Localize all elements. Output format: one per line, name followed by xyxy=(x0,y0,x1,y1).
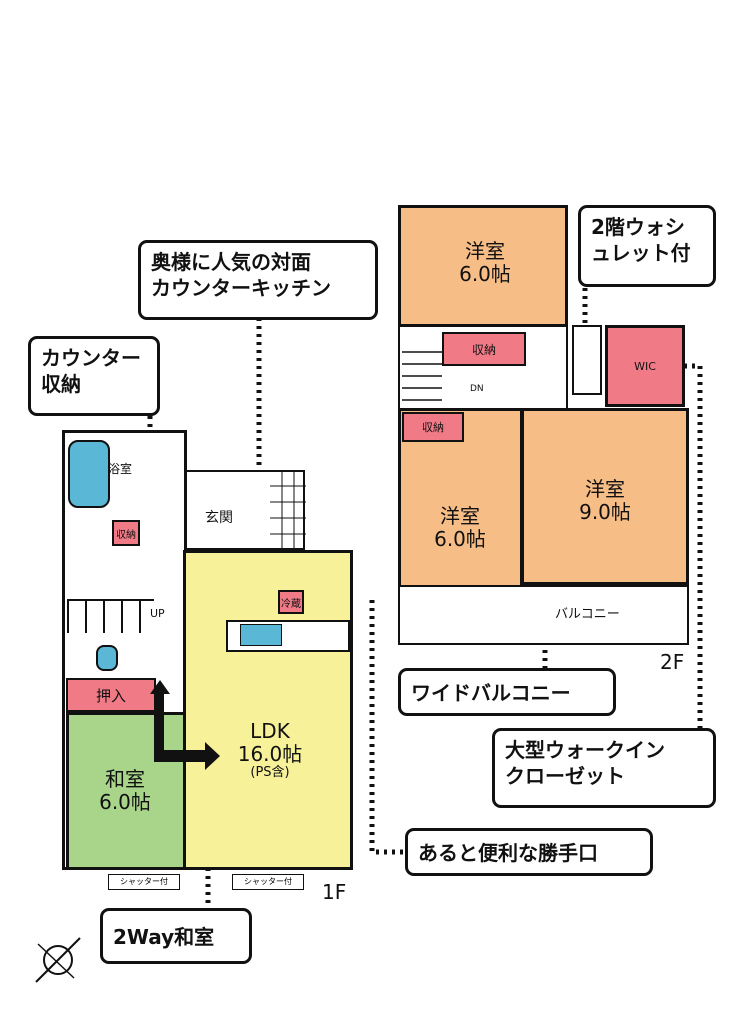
oshiire-box: 押入 xyxy=(66,678,156,712)
callout-walk-in-closet: 大型ウォークイン クローゼット xyxy=(492,728,716,808)
ldk-label: LDK 16.0帖 (PS含) xyxy=(215,720,325,781)
ldk-name: LDK xyxy=(250,719,290,743)
stairs-1f xyxy=(67,599,154,633)
ldk-room xyxy=(183,550,353,870)
leader-back-door xyxy=(369,600,405,855)
entrance-label: 玄関 xyxy=(205,510,233,526)
room3-size: 9.0帖 xyxy=(579,500,631,524)
washitsu-room xyxy=(66,712,187,870)
up-label: UP xyxy=(150,607,165,620)
stairs-2f xyxy=(402,351,442,401)
compass-icon xyxy=(35,937,81,983)
fridge-box: 冷蔵 xyxy=(278,590,304,614)
entrance-tiles xyxy=(270,470,306,550)
room1-size: 6.0帖 xyxy=(459,262,511,286)
room-2f-top-label: 洋室 6.0帖 xyxy=(440,240,530,286)
wic-box: WIC xyxy=(605,325,685,407)
shutter-2: シャッター付 xyxy=(232,874,304,890)
two-way-arrow xyxy=(150,680,220,770)
washitsu-name: 和室 xyxy=(105,767,145,791)
room-2f-right xyxy=(521,408,689,585)
callout-two-way: 2Way和室 xyxy=(100,908,252,964)
floor2-label: 2F xyxy=(660,650,685,674)
balcony-label: バルコニー xyxy=(555,607,620,622)
storage-2f-left: 収納 xyxy=(402,412,464,442)
room1-name: 洋室 xyxy=(465,239,505,263)
storage-2f-hall: 収納 xyxy=(442,332,526,366)
callout-washlet: 2階ウォシ ュレット付 xyxy=(578,205,716,287)
toilet-2f-icon xyxy=(572,325,602,395)
bathtub xyxy=(68,440,110,508)
washitsu-label: 和室 6.0帖 xyxy=(80,768,170,814)
entrance-area xyxy=(185,470,305,550)
sink-icon xyxy=(240,624,282,646)
room2-size: 6.0帖 xyxy=(434,527,486,551)
ldk-note: (PS含) xyxy=(250,765,290,780)
callout-kitchen: 奥様に人気の対面 カウンターキッチン xyxy=(138,240,378,320)
washitsu-size: 6.0帖 xyxy=(99,790,151,814)
ldk-size: 16.0帖 xyxy=(237,742,303,766)
storage-box-1f: 収納 xyxy=(112,520,140,546)
room-2f-top xyxy=(398,205,568,327)
balcony-2f xyxy=(398,585,689,645)
bath-label: 浴室 xyxy=(108,462,133,476)
room-2f-right-label: 洋室 9.0帖 xyxy=(560,478,650,524)
callout-wide-balcony: ワイドバルコニー xyxy=(398,668,616,716)
room2-name: 洋室 xyxy=(440,504,480,528)
callout-back-door: あると便利な勝手口 xyxy=(405,828,653,876)
dn-label: DN xyxy=(470,384,484,394)
floor1-label: 1F xyxy=(322,880,347,904)
toilet-1f-icon xyxy=(96,645,118,671)
shutter-1: シャッター付 xyxy=(108,874,180,890)
room3-name: 洋室 xyxy=(585,477,625,501)
callout-counter-storage: カウンター 収納 xyxy=(28,336,160,416)
room-2f-left-label: 洋室 6.0帖 xyxy=(415,505,505,551)
